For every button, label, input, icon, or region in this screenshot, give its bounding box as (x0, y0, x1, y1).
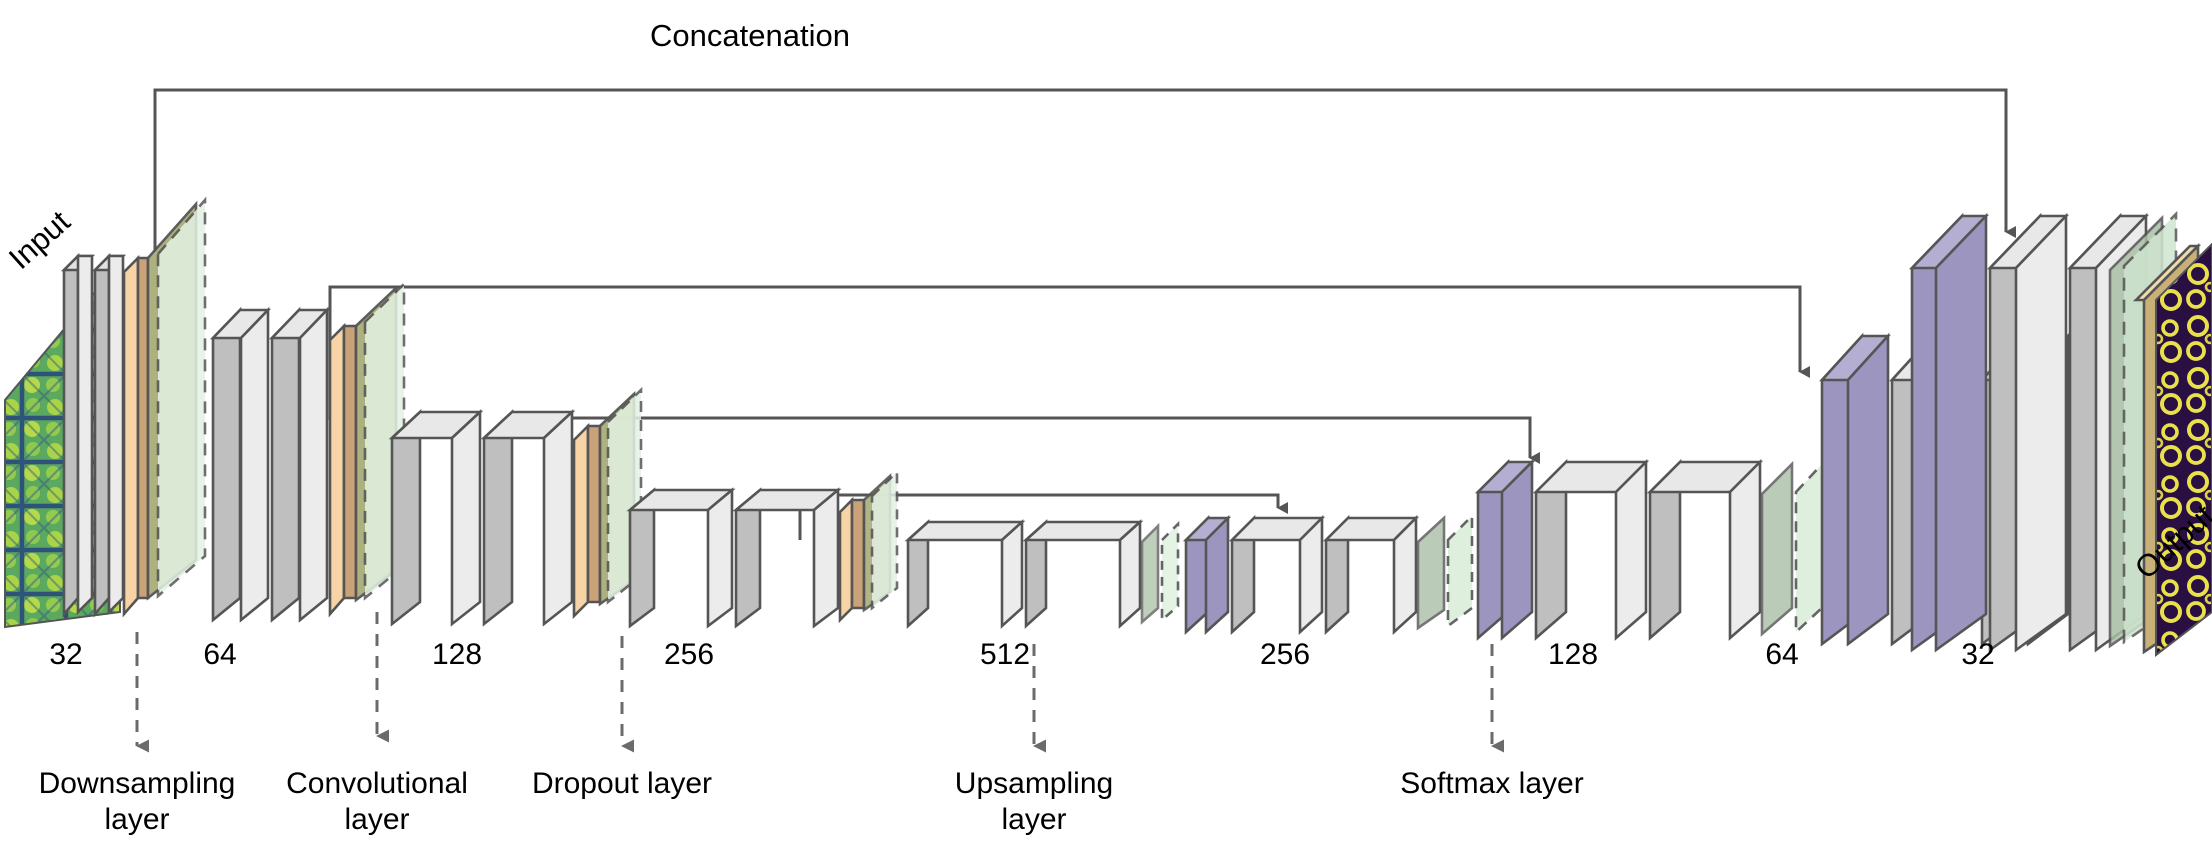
conv-layer (1614, 458, 1648, 641)
upsampling-layer (1204, 514, 1230, 635)
conv-layer (270, 306, 301, 623)
concat-layer-ghost (1160, 520, 1180, 623)
concat-layer-ghost (1794, 458, 1826, 635)
channel-label-128-enc: 128 (431, 638, 483, 671)
conv-layer (812, 487, 840, 629)
diagram-title: Concatenation (650, 18, 850, 53)
annotation-downsampling-layer: Downsampling layer (38, 767, 236, 836)
dropout-layer (328, 322, 346, 618)
conv-layer (62, 252, 80, 618)
concat-layer (1140, 522, 1160, 625)
upsampling-layer (1500, 458, 1534, 641)
encoder-block-128 (388, 386, 643, 627)
conv-layer (1118, 519, 1142, 629)
upsampling-layer (1846, 332, 1890, 647)
conv-layer (1728, 458, 1762, 641)
channel-label-128-dec: 128 (1547, 638, 1599, 671)
conv-layer (706, 487, 734, 629)
annotation-arrow-group (135, 612, 1504, 753)
dropout-layer (838, 496, 854, 624)
skip-connection-3 (543, 416, 1540, 492)
annotation-dropout-layer: Dropout layer (531, 767, 713, 800)
conv-layer (239, 306, 270, 623)
conv-layer (2014, 212, 2068, 653)
skip-connection-1 (153, 88, 2016, 252)
output-image (2155, 242, 2212, 658)
concat-layer (1416, 515, 1446, 631)
channel-label-256-dec: 256 (1259, 638, 1311, 671)
decoder-block-128 (1474, 458, 1826, 641)
conv-layer (1392, 514, 1418, 635)
channel-label-32-enc: 32 (49, 638, 83, 671)
conv-layer (211, 306, 242, 623)
channel-label-32-dec: 32 (1961, 638, 1995, 671)
conv-layer (542, 409, 574, 627)
conv-layer (482, 409, 514, 627)
dropout-layer (136, 256, 150, 600)
channel-label-512: 512 (979, 638, 1031, 671)
annotation-softmax-layer: Softmax layer (1400, 767, 1584, 800)
conv-layer (1000, 519, 1024, 629)
channel-label-64-dec: 64 (1765, 638, 1799, 671)
encoder-block-32 (60, 196, 207, 618)
skip-connection-4 (798, 493, 1288, 540)
dropout-layer (586, 424, 602, 604)
conv-layer (76, 254, 94, 616)
decoder-block-256 (1182, 512, 1474, 635)
dropout-layer (850, 498, 866, 610)
conv-layer (1298, 514, 1324, 635)
conv-layer (93, 252, 111, 618)
encoder-block-64 (209, 280, 406, 623)
annotation-convolutional-layer: Convolutional layer (286, 767, 468, 836)
conv-layer (298, 306, 329, 623)
skip-connection-2 (328, 285, 1810, 420)
conv-layer (390, 409, 422, 627)
concat-layer-ghost (1446, 512, 1474, 629)
downsampling-layer-ghost (156, 196, 207, 599)
annotation-upsampling-layer: Upsampling layer (954, 767, 1114, 836)
channel-label-256-enc: 256 (663, 638, 715, 671)
dropout-layer (122, 254, 140, 618)
downsampling-layer-ghost (870, 468, 899, 611)
encoder-block-256 (626, 468, 899, 629)
upsampling-layer (1934, 212, 1988, 653)
dropout-layer (342, 324, 358, 600)
bottleneck-block-512 (904, 519, 1180, 629)
conv-layer (107, 254, 125, 616)
dropout-layer (572, 422, 590, 620)
concat-layer (1760, 460, 1794, 637)
conv-layer (450, 409, 482, 627)
channel-label-64-enc: 64 (203, 638, 237, 671)
decoder-block-32 (1908, 210, 2202, 655)
